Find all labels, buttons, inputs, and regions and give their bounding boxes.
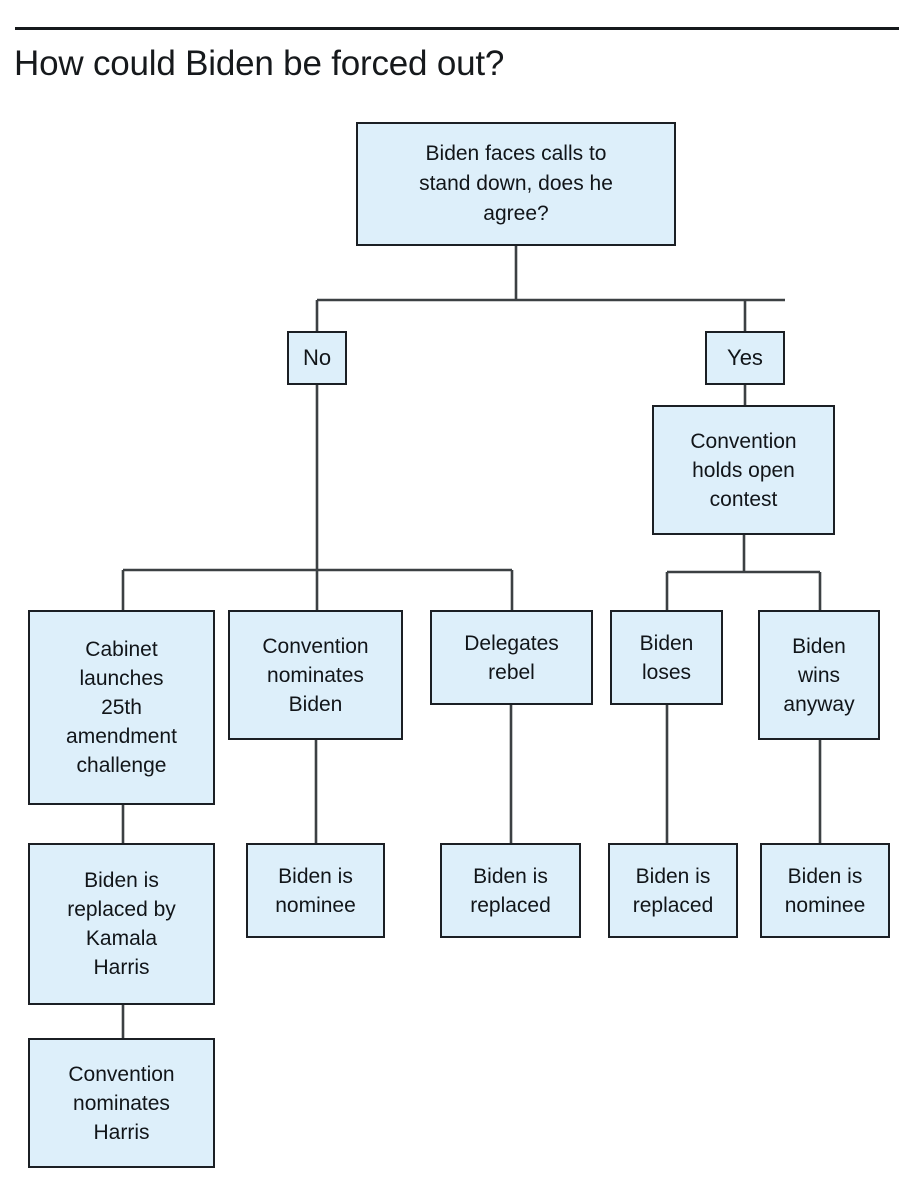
node-label: Biden is replaced	[470, 864, 551, 917]
node-label: Yes	[727, 345, 763, 370]
node-cabinet-25th-amendment[interactable]: Cabinet launches 25th amendment challeng…	[28, 610, 215, 805]
node-branch-yes[interactable]: Yes	[705, 331, 785, 385]
node-label: Biden is nominee	[275, 864, 356, 917]
node-biden-replaced-by-kamala-harris[interactable]: Biden is replaced by Kamala Harris	[28, 843, 215, 1005]
node-label: Convention nominates Biden	[262, 634, 369, 716]
node-branch-no[interactable]: No	[287, 331, 347, 385]
node-label: Delegates rebel	[464, 631, 559, 684]
page-title: How could Biden be forced out?	[14, 44, 505, 83]
node-label: Biden is nominee	[784, 864, 866, 917]
node-root-question[interactable]: Biden faces calls to stand down, does he…	[356, 122, 676, 246]
node-label: Biden faces calls to stand down, does he…	[419, 142, 613, 225]
node-label: Convention holds open contest	[690, 429, 797, 511]
node-convention-holds-open-contest[interactable]: Convention holds open contest	[652, 405, 835, 535]
node-biden-is-nominee-a[interactable]: Biden is nominee	[246, 843, 385, 938]
node-biden-wins-anyway[interactable]: Biden wins anyway	[758, 610, 880, 740]
node-biden-is-replaced-b[interactable]: Biden is replaced	[440, 843, 581, 938]
node-biden-is-nominee-d[interactable]: Biden is nominee	[760, 843, 890, 938]
node-label: Cabinet launches 25th amendment challeng…	[66, 638, 177, 777]
node-biden-is-replaced-c[interactable]: Biden is replaced	[608, 843, 738, 938]
title-divider-rule	[15, 27, 899, 30]
node-delegates-rebel[interactable]: Delegates rebel	[430, 610, 593, 705]
node-label: Convention nominates Harris	[68, 1062, 175, 1144]
node-label: No	[302, 345, 332, 370]
node-label: Biden is replaced by Kamala Harris	[67, 869, 176, 979]
node-label: Biden wins anyway	[783, 634, 855, 716]
node-label: Biden loses	[639, 631, 694, 684]
node-label: Biden is replaced	[632, 864, 714, 917]
node-biden-loses[interactable]: Biden loses	[610, 610, 723, 705]
node-convention-nominates-biden[interactable]: Convention nominates Biden	[228, 610, 403, 740]
node-convention-nominates-harris[interactable]: Convention nominates Harris	[28, 1038, 215, 1168]
